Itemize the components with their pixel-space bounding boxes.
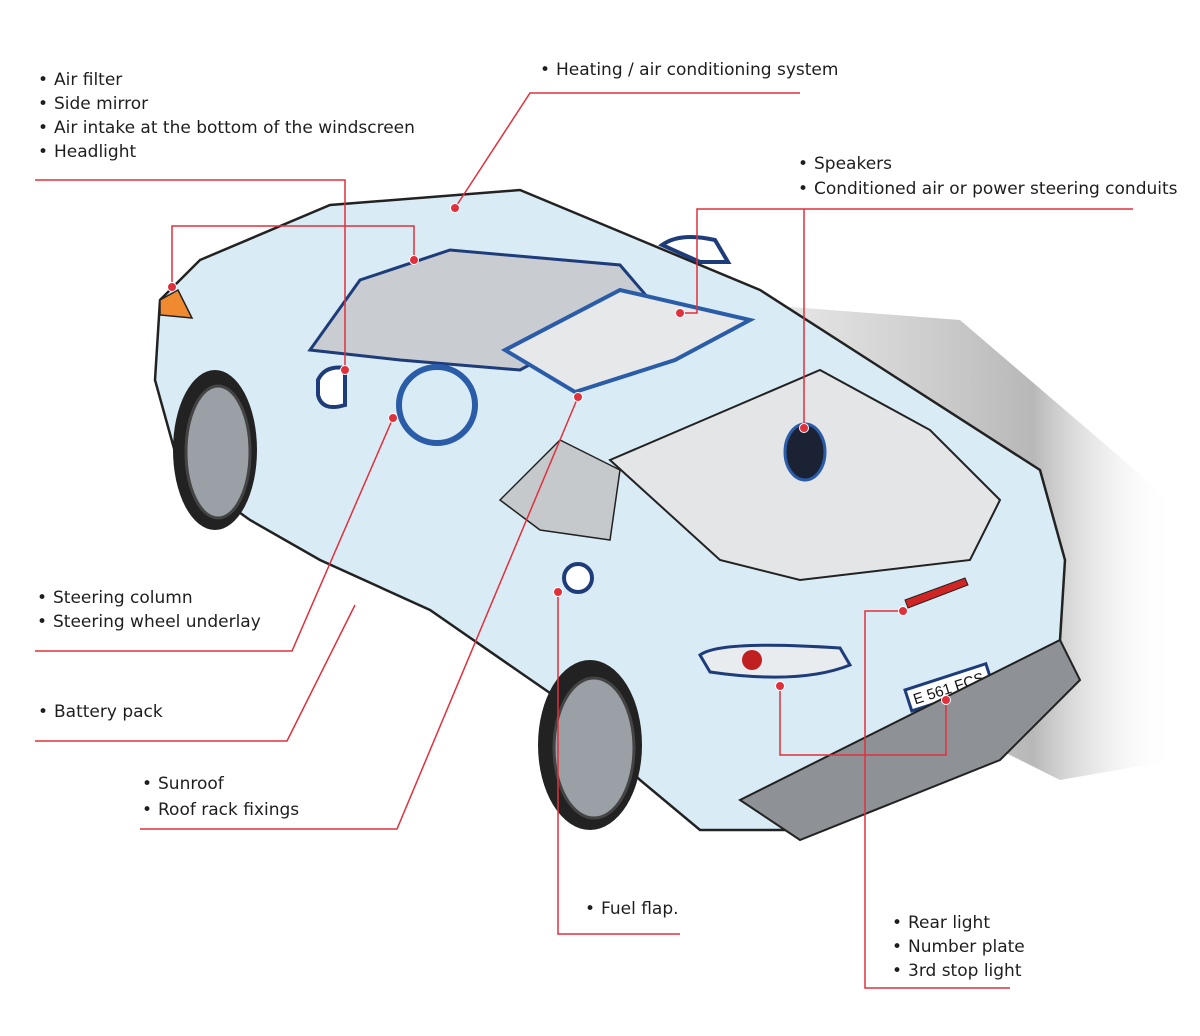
label-headlight: Headlight: [36, 140, 415, 164]
label-air-filter: Air filter: [36, 68, 415, 92]
headlight: [159, 288, 194, 319]
sunroof: [500, 287, 756, 395]
label-group-rear: Rear light Number plate 3rd stop light: [890, 911, 1025, 983]
rear-diffuser: [738, 638, 1082, 842]
leader-battery: [35, 604, 356, 742]
steering-wheel: [396, 364, 478, 446]
side-mirror: [316, 365, 347, 409]
label-roof-rack: Roof rack fixings: [140, 797, 299, 823]
label-group-roof: Sunroof Roof rack fixings: [140, 771, 299, 823]
third-stop-light: [904, 577, 969, 609]
label-fuel-flap: Fuel flap.: [583, 897, 679, 921]
rear-wheel: [538, 660, 642, 830]
leader-front-intake: [171, 225, 415, 287]
fuel-flap: [562, 562, 594, 594]
label-number-plate: Number plate: [890, 935, 1025, 959]
label-group-fuel: Fuel flap.: [583, 897, 679, 921]
rear-light: [698, 643, 853, 679]
leader-stop-light: [864, 610, 1010, 989]
label-group-battery: Battery pack: [36, 700, 163, 724]
label-battery-pack: Battery pack: [36, 700, 163, 724]
label-conduits: Conditioned air or power steering condui…: [796, 177, 1178, 202]
side-window: [498, 439, 621, 541]
leader-fuel: [557, 592, 680, 935]
leader-heating: [454, 92, 800, 209]
leader-rear-plate: [779, 686, 947, 756]
leader-dots: [167, 203, 951, 705]
label-group-steering: Steering column Steering wheel underlay: [35, 586, 261, 634]
leader-steering: [35, 417, 394, 652]
label-rear-light: Rear light: [890, 911, 1025, 935]
label-group-speakers: Speakers Conditioned air or power steeri…: [796, 152, 1178, 202]
label-sunroof: Sunroof: [140, 771, 299, 797]
rear-light-lamp: [742, 650, 762, 670]
side-mirror-right: [658, 234, 732, 264]
leader-front-mirror: [35, 179, 346, 370]
leader-roof: [140, 396, 579, 830]
label-speakers: Speakers: [796, 152, 1178, 177]
label-group-heating: Heating / air conditioning system: [538, 58, 838, 82]
label-third-stop-light: 3rd stop light: [890, 959, 1025, 983]
front-wheel: [173, 370, 257, 530]
leader-lines: [35, 92, 1133, 989]
leader-speakers-conduits: [680, 208, 1133, 314]
label-air-intake: Air intake at the bottom of the windscre…: [36, 116, 415, 140]
label-steering-column: Steering column: [35, 586, 261, 610]
label-side-mirror: Side mirror: [36, 92, 415, 116]
label-steering-wheel-underlay: Steering wheel underlay: [35, 610, 261, 634]
label-heating: Heating / air conditioning system: [538, 58, 838, 82]
label-group-front: Air filter Side mirror Air intake at the…: [36, 68, 415, 164]
